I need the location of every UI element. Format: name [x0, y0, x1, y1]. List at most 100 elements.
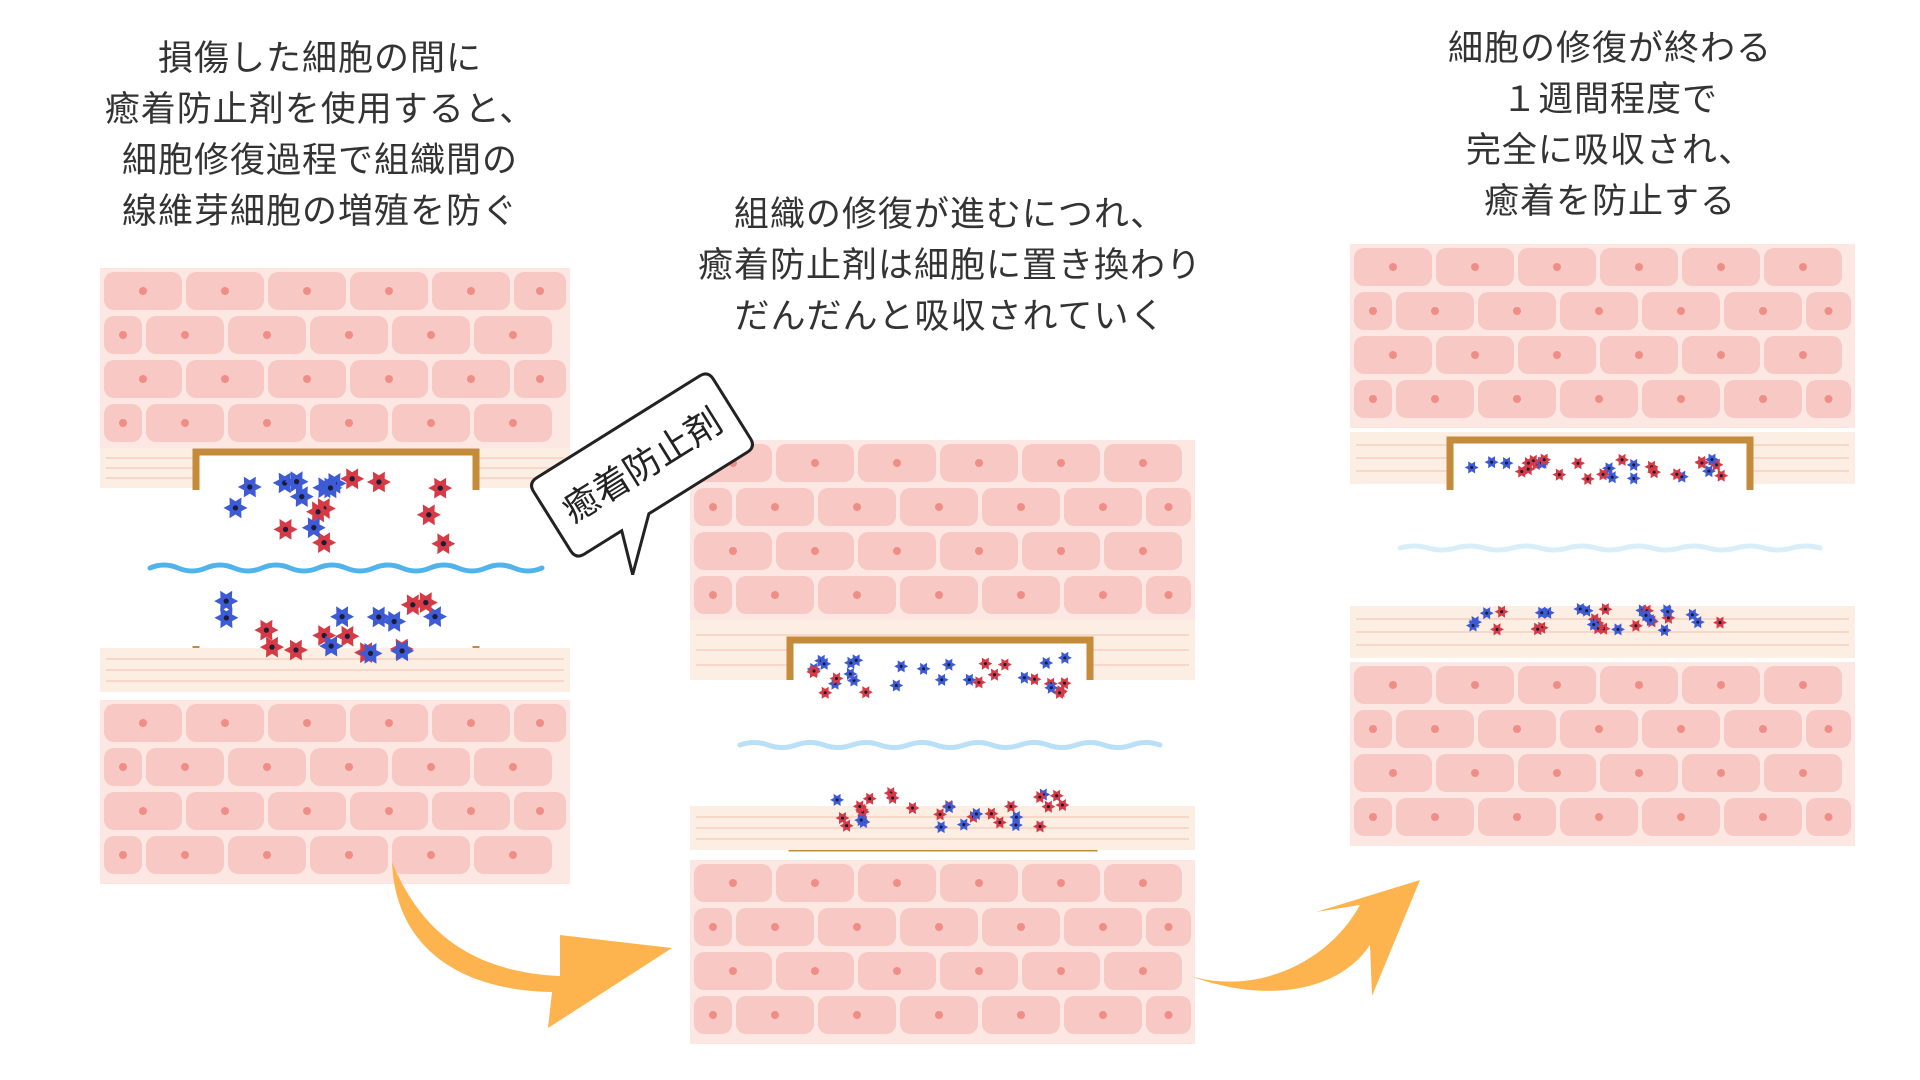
cell-core [1495, 627, 1499, 631]
cell-nucleus [139, 375, 147, 383]
fibroblast-red [862, 792, 877, 805]
fibroblast-red [1514, 465, 1529, 478]
fluid-wave-panel-3 [1397, 543, 1823, 553]
fibroblast-red [312, 532, 337, 553]
fibroblast-red [987, 668, 1002, 681]
cell-nucleus [1099, 923, 1107, 931]
cell-core [940, 678, 944, 682]
cell-nucleus [1369, 813, 1377, 821]
cell-nucleus [509, 331, 517, 339]
cell-core [1542, 458, 1546, 462]
cell-nucleus [1717, 769, 1725, 777]
fibroblast-red [905, 802, 920, 815]
cell-core [1607, 466, 1611, 470]
cell-core [854, 658, 858, 662]
fibroblast-blue [1611, 623, 1625, 636]
fibroblast-red [1055, 799, 1070, 812]
fibroblast-red [1033, 820, 1047, 833]
fibroblast-blue [847, 674, 861, 687]
fibroblast-red [1713, 616, 1727, 629]
cell-nucleus [1017, 591, 1025, 599]
fibroblast-blue [1573, 603, 1588, 616]
cell-core [899, 664, 903, 668]
cell-nucleus [1164, 1011, 1173, 1019]
fibroblast-blue [237, 476, 262, 498]
cell-core [922, 667, 926, 671]
cell-nucleus [385, 807, 393, 815]
fibroblast-red [431, 533, 456, 555]
cell-nucleus [975, 879, 983, 887]
fibroblast-blue [1009, 811, 1024, 824]
cell-nucleus [1471, 769, 1479, 777]
fibroblast-red [273, 519, 298, 540]
cell-core [1062, 681, 1067, 685]
cell-core [1536, 627, 1540, 631]
cell-nucleus [427, 331, 435, 339]
cell-nucleus [935, 923, 943, 931]
cell-nucleus [1635, 681, 1643, 689]
caption-step-1: 損傷した細胞の間に 癒着防止剤を使用すると、 細胞修復過程で組織間の 線維芽細胞… [70, 34, 570, 238]
cell-core [974, 812, 978, 816]
fibroblast-red [1027, 673, 1042, 686]
caption-line: 細胞の修復が終わる [1447, 29, 1772, 69]
cell-nucleus [139, 287, 147, 295]
fibroblast-blue [1638, 609, 1653, 622]
cell-nucleus [345, 331, 353, 339]
cell-core [1003, 662, 1007, 667]
cell-core [894, 683, 898, 688]
cell-core [852, 679, 856, 683]
cell-nucleus [221, 807, 229, 815]
fibroblast-blue [1039, 656, 1054, 669]
fibroblast-red [885, 791, 900, 804]
cell-nucleus [1824, 813, 1833, 821]
fibroblast-blue [969, 807, 984, 820]
fibroblast-red [260, 636, 284, 658]
cell-core [1714, 463, 1718, 467]
cell-nucleus [263, 419, 271, 427]
cell-nucleus [1677, 813, 1685, 821]
fibroblast-red [340, 468, 365, 490]
caption-line: 線維芽細胞の増殖を防ぐ [121, 192, 518, 232]
cell-core [1014, 815, 1018, 819]
fibroblast-red [400, 594, 425, 616]
cell-core [376, 479, 382, 485]
cell-core [426, 512, 432, 518]
cell-nucleus [935, 1011, 943, 1019]
cell-nucleus [1635, 351, 1643, 359]
fibroblast-blue [941, 658, 956, 671]
tissue-upper-panel-1 [100, 268, 570, 452]
fibroblast-red [1052, 686, 1067, 699]
cell-core [998, 820, 1002, 825]
cell-nucleus [263, 331, 271, 339]
fibroblast-blue [849, 654, 864, 667]
fibroblast-red [818, 686, 833, 699]
cell-nucleus [1513, 725, 1521, 733]
fibroblast-blue [1605, 471, 1620, 484]
cell-core [989, 812, 993, 816]
fibroblast-blue [916, 662, 931, 675]
fibroblast-blue [319, 635, 344, 657]
cell-nucleus [709, 1011, 717, 1019]
cell-nucleus [1471, 263, 1479, 271]
cell-nucleus [536, 719, 544, 727]
cell-nucleus [467, 807, 475, 815]
cell-nucleus [1164, 503, 1173, 511]
cell-nucleus [1824, 395, 1833, 403]
fibroblast-blue [843, 656, 858, 669]
cell-nucleus [853, 591, 861, 599]
cell-nucleus [729, 967, 737, 975]
cell-core [1557, 473, 1561, 477]
cell-core [1707, 469, 1711, 473]
fibroblast-red [1530, 623, 1545, 636]
cell-nucleus [467, 719, 475, 727]
fibroblast-red [1521, 457, 1536, 470]
cell-core [399, 648, 405, 654]
cell-core [423, 599, 429, 606]
cell-core [849, 661, 853, 665]
cell-nucleus [853, 923, 861, 931]
cell-nucleus [729, 547, 737, 555]
cell-nucleus [509, 763, 517, 771]
cell-nucleus [1099, 1011, 1107, 1019]
cell-nucleus [303, 719, 311, 727]
cell-nucleus [1017, 923, 1025, 931]
